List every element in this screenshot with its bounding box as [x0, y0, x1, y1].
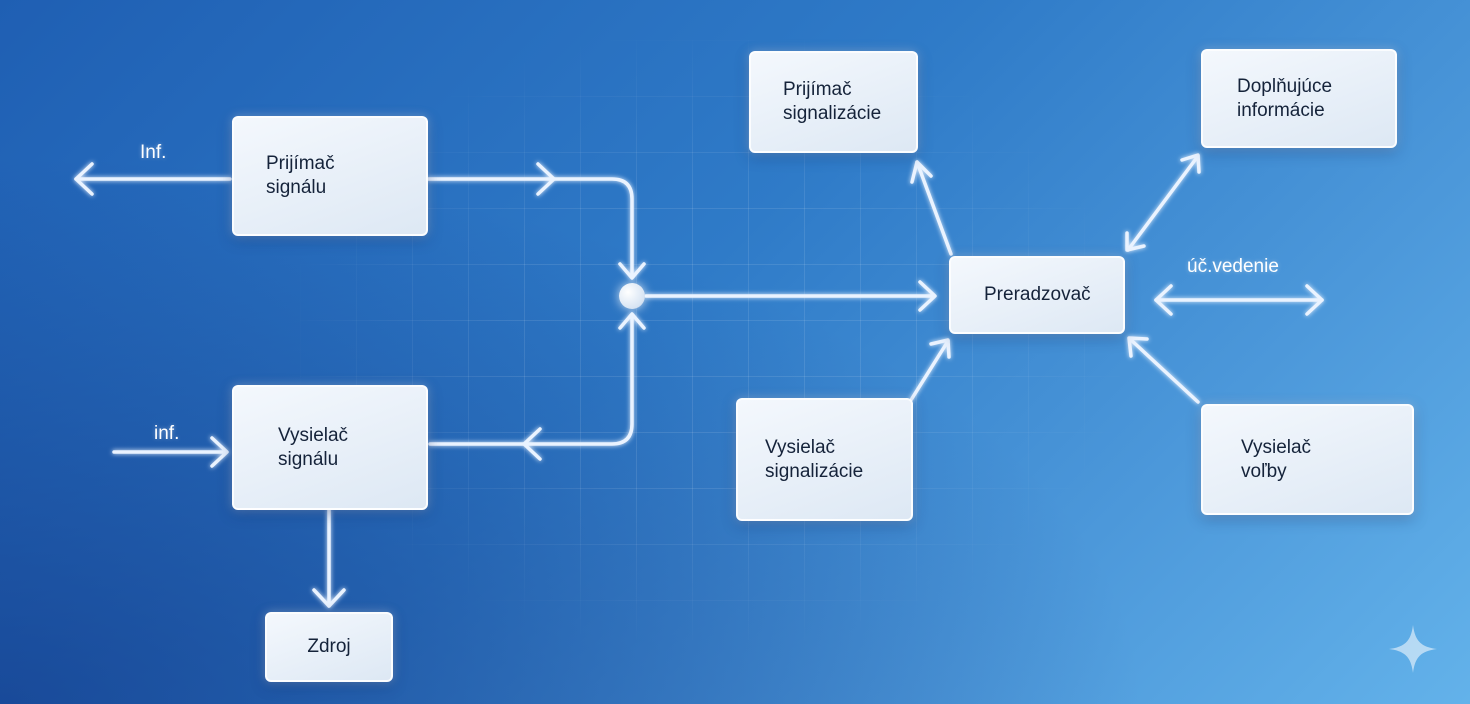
wire-junction-to-transmitter — [428, 314, 634, 446]
label-inf-out: Inf. — [140, 142, 167, 163]
wire-dial-transmitter-to-switch — [1128, 337, 1200, 404]
wire-receiver-to-junction — [426, 177, 634, 278]
arrowhead-switch-from-dial — [1127, 336, 1149, 358]
arrowhead-inf-out — [74, 162, 94, 196]
arrowhead-switch-from-signaling — [929, 338, 951, 359]
arrowhead-transmitter-left — [522, 427, 542, 461]
arrowhead-line-right — [1305, 284, 1324, 316]
junction-node — [619, 283, 645, 309]
arrowhead-signaling-receiver — [910, 160, 933, 184]
label-inf-in: inf. — [154, 423, 180, 444]
sparkle-icon — [1389, 625, 1437, 673]
arrowhead-switch-from-info — [1125, 231, 1146, 252]
arrowhead-additional-info — [1180, 153, 1201, 174]
block-switch-label: Preradzovač — [984, 284, 1091, 305]
block-signaling-receiver-label: Prijímač signalizácie — [783, 79, 882, 124]
arrowhead-source — [312, 588, 346, 608]
block-source: Zdroj — [265, 612, 393, 682]
arrowhead-receiver-right — [536, 162, 556, 196]
block-signal-transmitter-label: Vysielač signálu — [278, 424, 349, 470]
wire-switch-to-additional-info — [1126, 154, 1200, 252]
wire-signaling-transmitter-to-switch — [909, 339, 950, 402]
block-signaling-transmitter-label: Vysielač signalizácie — [765, 436, 864, 482]
block-signal-transmitter: Vysielač signálu — [232, 385, 428, 510]
block-dial-transmitter: Vysielač voľby — [1201, 404, 1414, 515]
block-dial-transmitter-label: Vysielač voľby — [1241, 436, 1312, 482]
arrowhead-into-junction-top — [618, 262, 646, 280]
block-signal-receiver-label: Prijímač signálu — [266, 153, 335, 198]
arrowhead-inf-in — [210, 436, 229, 468]
block-source-label: Zdroj — [307, 636, 351, 657]
block-signaling-transmitter: Vysielač signalizácie — [736, 398, 913, 521]
block-signal-receiver: Prijímač signálu — [232, 116, 428, 236]
arrowhead-junction-bottom — [618, 312, 646, 330]
arrowhead-line-left — [1154, 284, 1173, 316]
block-switch: Preradzovač — [949, 256, 1125, 334]
block-signaling-receiver: Prijímač signalizácie — [749, 51, 918, 153]
label-line: úč.vedenie — [1187, 256, 1279, 277]
arrowhead-switch-left — [918, 280, 937, 312]
wire-switch-to-signaling-receiver — [915, 160, 953, 256]
block-additional-info: Doplňujúce informácie — [1201, 49, 1397, 148]
block-additional-info-label: Doplňujúce informácie — [1237, 75, 1333, 121]
